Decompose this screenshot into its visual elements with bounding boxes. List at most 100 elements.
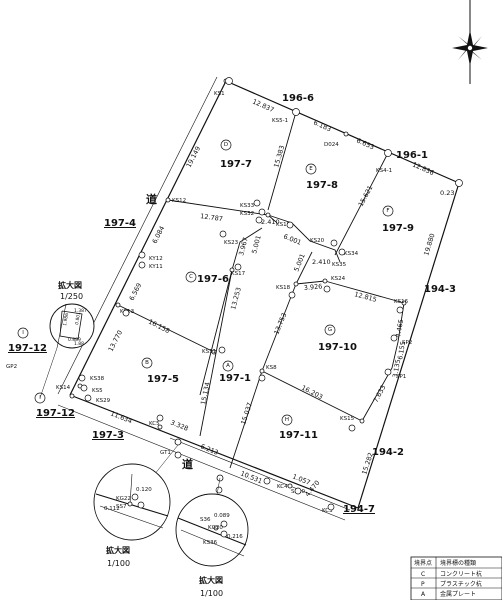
parcel-marks: D E F C B A G H I I <box>17 139 394 426</box>
svg-text:F: F <box>386 208 389 214</box>
svg-text:1.88: 1.88 <box>74 341 84 347</box>
inset-2-scale: 1/100 <box>107 559 130 568</box>
parcel-194-7: 194-7 <box>343 504 375 515</box>
inset-2-title: 拡大図 <box>106 545 130 555</box>
svg-text:KS5: KS5 <box>92 388 103 394</box>
svg-text:KS8: KS8 <box>266 365 277 371</box>
inset-1-scale: 1/250 <box>60 292 83 301</box>
svg-text:C: C <box>421 571 425 578</box>
svg-text:GP2: GP2 <box>6 364 17 370</box>
parcel-197-4: 197-4 <box>104 218 136 229</box>
parcel-194-2: 194-2 <box>372 447 404 458</box>
road-label-south: 道 <box>182 457 193 471</box>
svg-text:コンクリート杭: コンクリート杭 <box>440 570 482 578</box>
svg-text:12.787: 12.787 <box>200 212 224 223</box>
svg-text:6.001: 6.001 <box>282 232 302 246</box>
parcel-196-1: 196-1 <box>396 150 428 161</box>
svg-text:12.815: 12.815 <box>353 290 377 304</box>
svg-text:KS36: KS36 <box>203 540 218 546</box>
svg-text:12.837: 12.837 <box>251 98 275 115</box>
point-codes: KS1 KS5-1 D024 KS4-1 KS12 KS33 KS32 KS19… <box>6 91 412 514</box>
svg-text:6.653: 6.653 <box>355 137 375 152</box>
svg-text:B: B <box>145 360 149 366</box>
svg-text:KS32: KS32 <box>240 211 254 217</box>
inset-3: S36 KG20 KS36 0.089 0.216 拡大図 1/100 <box>175 477 249 598</box>
svg-text:SS7: SS7 <box>116 504 127 510</box>
svg-text:0.216: 0.216 <box>227 534 243 540</box>
inset-3-scale: 1/100 <box>200 589 223 598</box>
parcel-197-8: 197-8 <box>306 180 338 191</box>
svg-text:KS17: KS17 <box>231 271 246 277</box>
parcel-197-11: 197-11 <box>279 430 318 441</box>
parcel-197-10: 197-10 <box>318 342 357 353</box>
svg-text:KS38: KS38 <box>90 376 105 382</box>
parcel-197-3: 197-3 <box>92 430 124 441</box>
svg-text:10.531: 10.531 <box>239 469 263 485</box>
inset-1-title: 拡大図 <box>58 280 82 290</box>
svg-text:3.926: 3.926 <box>303 282 322 292</box>
svg-text:15.383: 15.383 <box>272 144 286 168</box>
svg-text:19.880: 19.880 <box>422 232 436 256</box>
svg-text:GT1: GT1 <box>160 450 171 456</box>
svg-text:KC5: KC5 <box>149 421 160 427</box>
svg-text:A: A <box>421 591 426 598</box>
svg-text:13.770: 13.770 <box>107 329 124 353</box>
svg-text:G: G <box>328 327 332 333</box>
legend-header-point: 境界点 <box>414 559 432 567</box>
svg-text:0.23: 0.23 <box>440 189 454 197</box>
svg-text:6.213: 6.213 <box>199 442 219 456</box>
boundary-lines <box>57 76 460 521</box>
svg-text:P: P <box>421 581 425 588</box>
svg-text:2.410: 2.410 <box>312 258 331 266</box>
svg-text:16.203: 16.203 <box>300 384 324 401</box>
svg-text:KS16: KS16 <box>394 299 409 305</box>
svg-text:KG22: KG22 <box>116 496 131 502</box>
svg-text:11.634: 11.634 <box>109 409 133 425</box>
parcel-197-12-a: 197-12 <box>8 343 47 354</box>
svg-text:0.801: 0.801 <box>74 311 82 325</box>
road-label-west: 道 <box>146 192 157 206</box>
svg-text:KS12: KS12 <box>172 198 186 204</box>
svg-text:KS34: KS34 <box>344 251 359 257</box>
parcel-196-6: 196-6 <box>282 93 314 104</box>
parcel-197-7: 197-7 <box>220 159 252 170</box>
svg-text:KY12: KY12 <box>149 256 163 262</box>
north-arrow-icon <box>452 0 488 84</box>
svg-text:KS5-1: KS5-1 <box>272 118 288 124</box>
parcel-197-9: 197-9 <box>382 223 414 234</box>
svg-text:KS35: KS35 <box>332 262 347 268</box>
svg-text:I: I <box>22 330 24 336</box>
svg-text:1.057: 1.057 <box>291 472 311 486</box>
svg-text:0.120: 0.120 <box>136 487 152 493</box>
svg-text:6.155: 6.155 <box>396 341 407 361</box>
svg-text:H: H <box>285 417 289 423</box>
svg-text:プラスチック杭: プラスチック杭 <box>440 580 482 588</box>
svg-text:KC4: KC4 <box>277 484 288 490</box>
svg-text:1.387: 1.387 <box>74 308 87 314</box>
svg-text:KS18: KS18 <box>276 285 291 291</box>
parcel-197-6: 197-6 <box>197 274 229 285</box>
svg-text:S36: S36 <box>200 517 211 523</box>
svg-text:KS23: KS23 <box>224 240 239 246</box>
svg-text:KS11: KS11 <box>202 349 216 355</box>
svg-text:KS24: KS24 <box>331 276 346 282</box>
svg-text:KS4-1: KS4-1 <box>376 168 392 174</box>
svg-text:6.183: 6.183 <box>312 119 332 134</box>
svg-text:D: D <box>224 142 228 148</box>
svg-text:KS15: KS15 <box>340 416 355 422</box>
svg-text:KS14: KS14 <box>56 385 71 391</box>
svg-text:A: A <box>226 363 230 369</box>
parcel-197-1: 197-1 <box>219 373 251 384</box>
parcel-197-5: 197-5 <box>147 374 179 385</box>
parcel-194-3: 194-3 <box>424 284 456 295</box>
svg-text:0.112: 0.112 <box>104 506 120 512</box>
svg-text:1.986: 1.986 <box>62 312 70 326</box>
svg-text:KS33: KS33 <box>240 203 255 209</box>
svg-text:0.889: 0.889 <box>68 337 81 343</box>
svg-text:15.134: 15.134 <box>199 381 212 405</box>
svg-text:5.001: 5.001 <box>292 252 306 272</box>
svg-text:0.089: 0.089 <box>214 513 230 519</box>
svg-text:3.967: 3.967 <box>237 236 250 256</box>
svg-text:KS20: KS20 <box>310 238 325 244</box>
svg-text:6.569: 6.569 <box>128 282 144 302</box>
